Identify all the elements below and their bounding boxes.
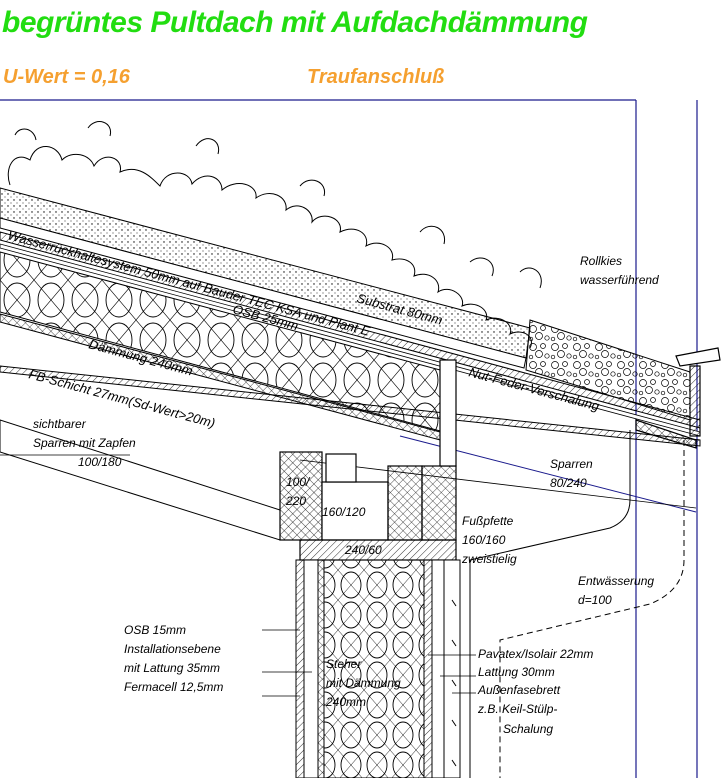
label-entwaesserung-2: d=100 — [578, 593, 612, 607]
leader-lines — [0, 454, 476, 697]
u-value-label: U-Wert = 0,16 — [3, 66, 130, 88]
label-dim-240-60: 240/60 — [344, 543, 382, 557]
label-lattung30: Lattung 30mm — [478, 665, 555, 679]
label-sichtbarer-3: 100/180 — [78, 455, 122, 469]
label-sichtbarer-1: sichtbarer — [33, 417, 87, 431]
label-rollkies-2: wasserführend — [580, 273, 659, 287]
label-osb15: OSB 15mm — [124, 623, 186, 637]
label-entwaesserung-1: Entwässerung — [578, 574, 654, 588]
label-dim-100: 100/ — [286, 475, 311, 489]
label-install-2: mit Lattung 35mm — [124, 661, 220, 675]
label-sparren-2: 80/240 — [550, 476, 587, 490]
label-install-1: Installationsebene — [124, 642, 221, 656]
label-steher-1: Steher — [326, 657, 362, 671]
vegetation-tufts — [14, 121, 542, 289]
label-pavatex: Pavatex/Isolair 22mm — [478, 647, 593, 661]
label-fusspfette-1: Fußpfette — [462, 514, 514, 528]
wall-section — [295, 559, 461, 778]
label-sparren-1: Sparren — [550, 457, 593, 471]
cladding-ticks — [451, 599, 457, 767]
label-keil-1: z.B. Keil-Stülp- — [477, 702, 557, 716]
section-label: Traufanschluß — [307, 66, 445, 88]
tongue-groove-boarding — [0, 365, 701, 447]
label-fusspfette-3: zweistielig — [461, 552, 517, 566]
label-aussenfase: Außenfasebrett — [477, 683, 561, 697]
drawing-title: begrüntes Pultdach mit Aufdachdämmung — [2, 6, 588, 39]
label-steher-3: 240mm — [325, 695, 366, 709]
label-dim-220: 220 — [285, 494, 306, 508]
drainage-layer — [0, 217, 527, 369]
label-fusspfette-2: 160/160 — [462, 533, 506, 547]
label-dim-160-120: 160/120 — [322, 505, 366, 519]
label-keil-2: Schalung — [503, 722, 553, 736]
label-fermacell: Fermacell 12,5mm — [124, 680, 223, 694]
eaves-edge — [635, 347, 721, 449]
label-sichtbarer-2: Sparren mit Zapfen — [33, 436, 136, 450]
vegetation-outline — [7, 146, 532, 349]
wall-head — [279, 359, 457, 561]
downpipe — [469, 430, 685, 778]
label-steher-2: mit Dämmung — [326, 676, 401, 690]
gravel-strip — [525, 319, 691, 421]
label-rollkies-1: Rollkies — [580, 254, 622, 268]
